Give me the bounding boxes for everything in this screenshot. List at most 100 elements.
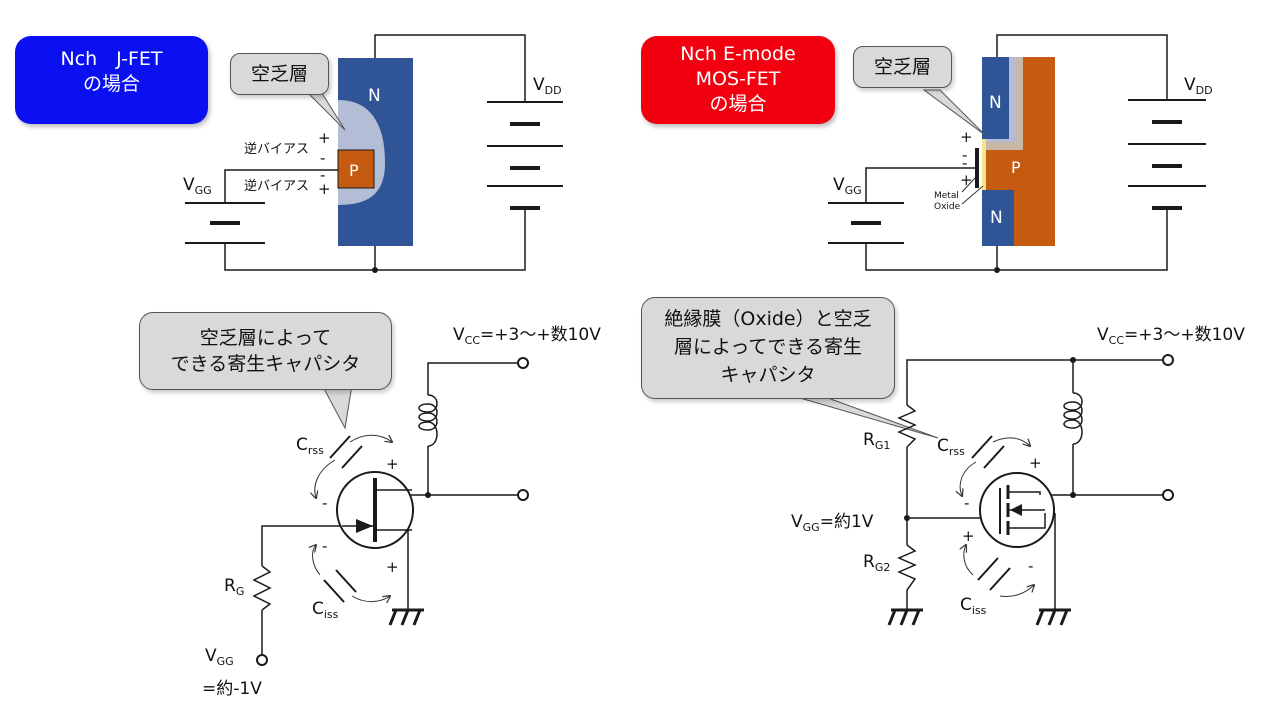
jfet-n-label: N [368, 86, 381, 106]
jfet-title-line1: Nch J-FET [60, 48, 163, 70]
mosfet-depletion-callout-tail [922, 89, 986, 136]
jfet-bubble-line1: 空乏層によって [199, 327, 332, 349]
mosfet-ciss-arrow-1 [964, 545, 974, 576]
jfet-minus-bottom: - [320, 166, 325, 184]
mosfet-capacitance-bubble: 絶縁膜（Oxide）と空乏 層によってできる寄生 キャパシタ [641, 297, 895, 399]
jfet-reverse-bias-top: 逆バイアス [244, 141, 309, 157]
jfet-ciss-arrow-2 [351, 596, 390, 602]
mosfet-circuit-vgg-label: VGG=約1V [791, 512, 874, 534]
jfet-crss-arrow-2 [349, 435, 392, 442]
mosfet-output-terminal [1162, 489, 1174, 501]
mosfet-gate-ground-symbol [887, 608, 923, 626]
jfet-depletion-callout-text: 空乏層 [250, 63, 308, 85]
jfet-vdd-label: VDD [533, 75, 562, 97]
mosfet-crss-arrow-2 [992, 437, 1030, 446]
mosfet-n-source [982, 190, 1014, 246]
mosfet-minus-gate: - [964, 494, 969, 512]
jfet-symbol-gate-arrow [356, 519, 373, 533]
mosfet-oxide-pointer [961, 185, 984, 205]
mosfet-vdd-label: VDD [1184, 75, 1213, 97]
mosfet-gate-junction [904, 515, 910, 521]
mosfet-structure: N N P + - + - Metal Oxide VGG VDD [828, 34, 1213, 273]
mosfet-rg2-resistor [897, 544, 917, 591]
jfet-drain-junction [425, 492, 431, 498]
jfet-vcc-label: VCC=+3～+数10V [453, 325, 601, 347]
jfet-crss-label: Crss [296, 435, 324, 457]
mosfet-crss-arrow-1 [960, 461, 977, 496]
mosfet-vcc-terminal [1162, 354, 1174, 366]
jfet-plus-drain: + [386, 455, 399, 473]
jfet-crss-arrow-1 [315, 459, 336, 498]
mosfet-ciss-label: Ciss [960, 595, 987, 617]
jfet-rg-resistor [252, 565, 272, 611]
jfet-minus-gate-lower: - [322, 537, 327, 555]
mosfet-vdd-battery [1128, 99, 1206, 210]
jfet-plus-top: + [318, 129, 331, 147]
jfet-circuit: VCC=+3～+数10V Crss Ciss RG VGG =約-1V + - … [202, 325, 601, 699]
jfet-circuit-vgg-label: VGG [205, 646, 234, 668]
jfet-depletion-callout: 空乏層 [230, 53, 329, 95]
jfet-circuit-wires [261, 362, 520, 655]
mosfet-depletion-callout: 空乏層 [853, 46, 952, 88]
mosfet-vgg-label: VGG [833, 175, 862, 197]
jfet-vgg-terminal [256, 654, 268, 666]
mosfet-rg1-label: RG1 [863, 430, 890, 452]
jfet-minus-top: - [320, 149, 325, 167]
mosfet-minus-source: - [1028, 557, 1033, 575]
jfet-ground-symbol [388, 608, 424, 626]
mosfet-symbol-body-arrow [1010, 504, 1022, 516]
jfet-vdd-battery [487, 101, 563, 210]
mosfet-rg2-label: RG2 [863, 552, 890, 574]
jfet-reverse-bias-bottom: 逆バイアス [244, 178, 309, 194]
mosfet-structure-wires [865, 34, 1168, 271]
mosfet-ciss-arrow-2 [999, 585, 1034, 597]
jfet-ciss-arrow-1 [313, 545, 321, 576]
mosfet-ciss-capacitor [977, 557, 1011, 591]
mosfet-crss-capacitor [971, 435, 1005, 469]
mosfet-plus-bottom: + [960, 171, 973, 189]
jfet-crss-capacitor [329, 435, 363, 469]
jfet-bubble-tail [321, 384, 353, 430]
mosfet-symbol-drain [1008, 491, 1041, 495]
mosfet-source-junction [994, 267, 1000, 273]
mosfet-title-line2: MOS-FET [695, 68, 781, 90]
mosfet-metal-pointer [961, 177, 976, 193]
jfet-p-label: P [349, 161, 359, 180]
mosfet-minus-top: - [962, 146, 967, 164]
jfet-vgg-battery [185, 202, 265, 244]
mosfet-vgg-battery [828, 202, 904, 244]
mosfet-bubble-line2: 層によってできる寄生 [673, 336, 863, 358]
mosfet-metal-gate [975, 148, 979, 188]
jfet-output-terminal [517, 489, 529, 501]
mosfet-n-bottom-label: N [990, 208, 1003, 228]
jfet-ciss-capacitor [323, 569, 357, 603]
mosfet-source-ground-symbol [1035, 608, 1071, 626]
jfet-title-tag: Nch J-FET の場合 [15, 36, 208, 124]
mosfet-title-line1: Nch E-mode [680, 43, 796, 65]
jfet-ciss-label: Ciss [312, 599, 339, 621]
mosfet-rg1-resistor [897, 404, 917, 448]
mosfet-plus-drain: + [1029, 454, 1042, 472]
jfet-vcc-terminal [517, 357, 529, 369]
mosfet-metal-label: Metal [934, 191, 959, 201]
jfet-vgg-label: VGG [183, 175, 212, 197]
mosfet-p-label: P [1011, 158, 1021, 177]
jfet-rg-label: RG [224, 576, 244, 598]
mosfet-depletion-callout-text: 空乏層 [873, 56, 931, 78]
jfet-title-line2: の場合 [82, 73, 140, 95]
mosfet-plus-gate-lower: + [962, 527, 975, 545]
mosfet-load-inductor [1063, 392, 1083, 445]
mosfet-bubble-line1: 絶縁膜（Oxide）と空乏 [664, 308, 872, 330]
mosfet-symbol-source [1008, 513, 1046, 529]
mosfet-plus-top: + [960, 128, 973, 146]
jfet-p-gate [337, 149, 375, 189]
mosfet-supply-junction [1070, 357, 1076, 363]
mosfet-crss-label: Crss [937, 436, 965, 458]
mosfet-minus-bottom: - [962, 154, 967, 172]
mosfet-circuit: VCC=+3～+数10V RG1 RG2 Crss Ciss VGG=約1V +… [791, 325, 1245, 626]
mosfet-title-tag: Nch E-mode MOS-FET の場合 [641, 36, 835, 124]
mosfet-oxide-layer [982, 139, 986, 190]
jfet-bubble-line2: できる寄生キャパシタ [170, 353, 361, 375]
jfet-capacitance-bubble: 空乏層によって できる寄生キャパシタ [139, 312, 392, 390]
